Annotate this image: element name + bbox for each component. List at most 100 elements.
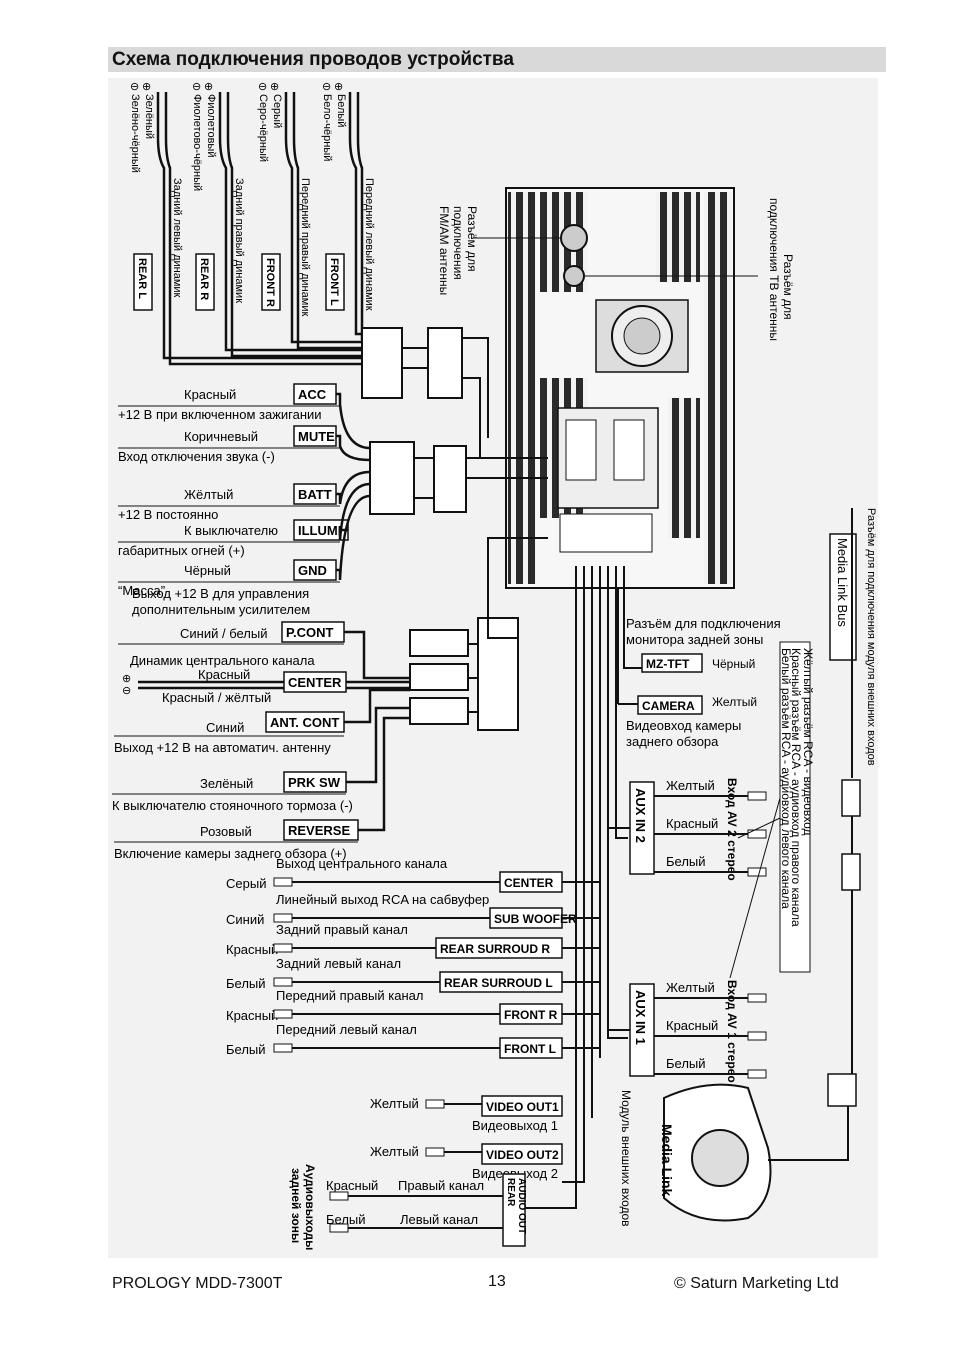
- tv-antenna-socket: [563, 265, 585, 287]
- svg-text:Белый разъём RCA - аудиовхо: Белый разъём RCA - аудиовход левого кана…: [779, 648, 793, 909]
- rca-plug: [273, 1043, 293, 1053]
- speaker-wire: [292, 92, 362, 350]
- power-tag-label: ACC: [298, 387, 327, 402]
- speaker-tag-box: [133, 253, 153, 311]
- wiring-diagram: Разъём для подключения FM/AM антенны Раз…: [108, 78, 878, 1258]
- speaker-wire: [356, 92, 364, 340]
- svg-text:Красный разъём RCA - аудиовход: Красный разъём RCA - аудиовход правого к…: [789, 648, 803, 927]
- svg-text:Левый канал: Левый канал: [400, 1212, 478, 1227]
- speaker-tag-box: [261, 253, 281, 311]
- video-out-plug: [425, 1099, 445, 1109]
- aux1-color: Белый: [666, 1056, 706, 1071]
- reverse-tag-label: REVERSE: [288, 823, 350, 838]
- speaker-wire: [226, 92, 362, 358]
- center-wire: [138, 680, 410, 690]
- speaker-wire: [284, 92, 362, 344]
- svg-text:Разъём для подключения модуля: Разъём для подключения модуля внешних вх…: [865, 508, 877, 766]
- power-color: Коричневый: [184, 429, 258, 444]
- center-plus-color: Красный: [198, 667, 250, 682]
- antcont-description: Выход +12 В на автоматич. антенну: [114, 740, 331, 755]
- title-bar: [108, 47, 886, 72]
- rca-plug: [273, 943, 293, 953]
- svg-text:Разъём для: Разъём для: [781, 254, 795, 320]
- control-wires: Выход +12 В для управлениядополнительным…: [112, 537, 548, 861]
- speaker-plus-symbol: ⊕: [270, 81, 279, 93]
- center-title: Динамик центрального канала: [130, 653, 315, 668]
- power-wire: [336, 494, 371, 581]
- svg-text:Media Link: Media Link: [659, 1124, 675, 1197]
- prksw-tag-label: PRK SW: [288, 775, 341, 790]
- svg-text:Видеовход камеры: Видеовход камеры: [626, 718, 741, 733]
- video-out-tag-box: [481, 1095, 563, 1117]
- svg-text:Желтый: Желтый: [712, 695, 757, 709]
- aux2-side-label: Вход AV 2 стерео: [725, 778, 739, 881]
- rca-description: Выход центрального канала: [276, 856, 448, 871]
- power-tag-label: MUTE: [298, 429, 335, 444]
- svg-text:Жёлтый разъём RCA - видеовход: Жёлтый разъём RCA - видеовход: [801, 648, 815, 836]
- speaker-tag: FRONT R: [264, 258, 276, 307]
- video-out-tag-label: VIDEO OUT1: [486, 1100, 559, 1114]
- svg-text:подключения ТВ антенны: подключения ТВ антенны: [767, 198, 781, 341]
- speaker-plus-color: Белый: [335, 94, 347, 127]
- rca-description: Линейный выход RCA на сабвуфер: [276, 892, 489, 907]
- speaker-tag: FRONT L: [328, 258, 340, 306]
- av-socket: [559, 513, 653, 553]
- page-title: Схема подключения проводов устройства: [112, 49, 514, 70]
- media-link-bus: Разъём для подключения модуля внешних вх…: [829, 508, 877, 1089]
- power-description: “Масса”: [118, 583, 165, 598]
- video-out-plug: [425, 1147, 445, 1157]
- aux1-plug: [747, 1069, 767, 1079]
- rca-plug: [273, 977, 293, 987]
- rca-tag-label: FRONT R: [504, 1008, 558, 1022]
- antcont-wire: [344, 688, 410, 724]
- speaker-minus-color: Фиолетово-чёрный: [191, 94, 203, 191]
- svg-text:AUDIO OUT: AUDIO OUT: [516, 1178, 527, 1234]
- power-description: габаритных огней (+): [118, 543, 245, 558]
- rca-description: Передний правый канал: [276, 988, 423, 1003]
- pcont-tag-label: P.CONT: [286, 625, 333, 640]
- control-harness: [468, 618, 518, 713]
- video-out-color: Желтый: [370, 1144, 419, 1159]
- svg-text:Белый: Белый: [326, 1212, 366, 1227]
- aux1-side-label: Вход AV 1 стерео: [725, 980, 739, 1083]
- svg-text:Правый канал: Правый канал: [398, 1178, 484, 1193]
- speaker-plus-symbol: ⊕: [334, 81, 343, 93]
- reverse-color: Розовый: [200, 824, 252, 839]
- video-out-tag-box: [481, 1143, 563, 1165]
- speaker-minus-symbol: ⊖: [130, 81, 139, 93]
- video-out-description: Видеовыход 1: [472, 1118, 558, 1133]
- speaker-minus-color: Бело-чёрный: [321, 94, 333, 161]
- control-connector: [409, 617, 519, 731]
- power-tag-label: ILLUMI: [298, 523, 341, 538]
- aux1-tag-box: [629, 983, 655, 1077]
- svg-text:подключения: подключения: [451, 206, 465, 280]
- rear-audio-out: REAR AUDIO OUT Аудиовыходы задней зоны К…: [289, 1164, 527, 1250]
- pcont-wire: [344, 630, 410, 680]
- aux2-tag: AUX IN 2: [633, 788, 648, 843]
- svg-text:заднего обзора: заднего обзора: [626, 734, 719, 749]
- speaker-connector: [361, 327, 463, 399]
- svg-text:Разъём для: Разъём для: [465, 206, 479, 272]
- main-harness: [525, 566, 648, 1209]
- speaker-wire: [156, 92, 362, 360]
- speaker-minus-symbol: ⊖: [258, 81, 267, 93]
- rca-color: Синий: [226, 912, 264, 927]
- rca-tag-label: SUB WOOFER: [494, 912, 577, 926]
- head-unit: [505, 187, 735, 589]
- rca-color: Красный: [226, 942, 278, 957]
- wiring-diagram-svg: Разъём для подключения FM/AM антенны Раз…: [112, 81, 877, 1250]
- power-description: +12 В при включенном зажигании: [118, 407, 322, 422]
- rca-description: Задний правый канал: [276, 922, 408, 937]
- speaker-tag: REAR L: [136, 258, 148, 299]
- svg-text:FM/AM антенны: FM/AM антенны: [437, 206, 451, 295]
- speaker-plus-color: Зелёный: [143, 94, 155, 139]
- rca-description: Задний левый канал: [276, 956, 401, 971]
- power-wire: [336, 434, 371, 462]
- svg-text:монитора задней зоны: монитора задней зоны: [626, 632, 763, 647]
- speaker-wire: [348, 92, 362, 336]
- rca-plug: [273, 1009, 293, 1019]
- power-description: Вход отключения звука (-): [118, 449, 275, 464]
